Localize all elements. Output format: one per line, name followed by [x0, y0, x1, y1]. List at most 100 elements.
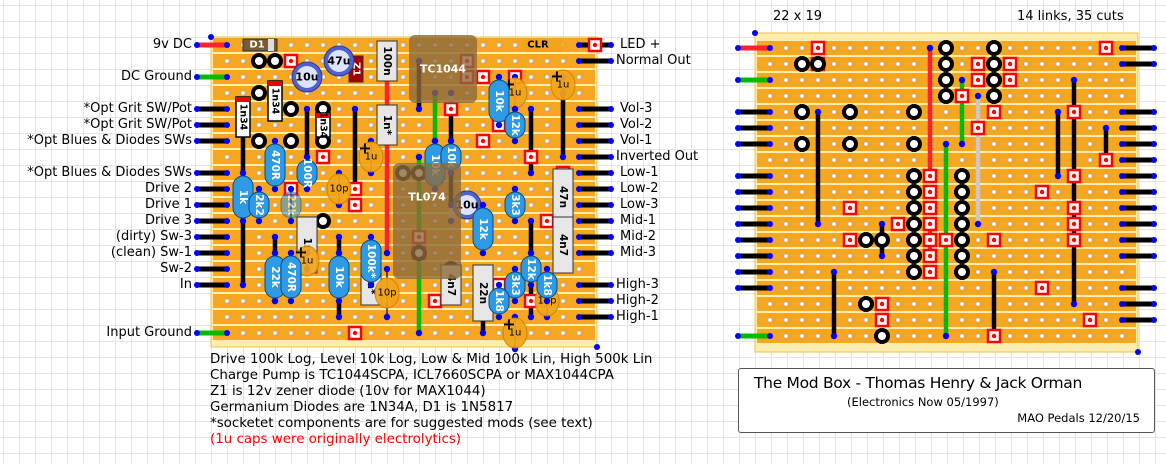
wire-end-pad — [608, 58, 614, 64]
resistor-label: 10k — [333, 266, 345, 289]
ceramic-capacitor — [502, 317, 528, 349]
socket-pin — [906, 248, 922, 264]
hole — [256, 154, 262, 160]
hole — [911, 333, 917, 339]
resistor-label: 1k8 — [541, 274, 553, 296]
solder-pad — [335, 249, 343, 257]
film-capacitor — [376, 40, 398, 82]
wire-end-pad — [1119, 237, 1125, 243]
hole — [368, 314, 374, 320]
resistor-470R: 470R — [264, 143, 286, 187]
hole — [879, 285, 885, 291]
hole — [1055, 221, 1061, 227]
wire-end-pad — [1151, 237, 1157, 243]
resistor-3k3: 3k3 — [504, 271, 526, 299]
hole — [1087, 269, 1093, 275]
resistor-100k*: 100k* — [360, 239, 382, 283]
hole — [1087, 157, 1093, 163]
connection-label: Low-1 — [620, 165, 659, 180]
solder-pad — [1070, 76, 1078, 84]
track-cut-dot — [991, 109, 997, 115]
hole — [799, 253, 805, 259]
track-cut-dot — [1071, 221, 1077, 227]
track-cut-dot — [975, 61, 981, 67]
hole — [927, 285, 933, 291]
hole — [1023, 301, 1029, 307]
track-cut-dot — [1071, 205, 1077, 211]
diode-band — [236, 97, 250, 102]
track-cut-dot — [1087, 317, 1093, 323]
resistor-22k: 22k — [264, 255, 286, 299]
track-cut-dot — [847, 237, 853, 243]
track-cut-dot — [320, 154, 326, 160]
hole — [831, 141, 837, 147]
hole — [863, 125, 869, 131]
solder-pad — [383, 265, 391, 273]
hole — [783, 205, 789, 211]
connection-label: *Opt Blues & Diodes SWs — [27, 165, 192, 180]
solder-pad — [543, 297, 551, 305]
resistor-body — [248, 191, 270, 219]
hole — [288, 314, 294, 320]
wire-end-pad — [767, 77, 773, 83]
hole — [975, 333, 981, 339]
wire-end-pad — [1119, 301, 1125, 307]
wire-end-pad — [576, 234, 582, 240]
hole — [1023, 173, 1029, 179]
hole — [911, 285, 917, 291]
hole — [1119, 333, 1125, 339]
hole — [336, 122, 342, 128]
hole — [1087, 237, 1093, 243]
hole — [895, 333, 901, 339]
hole — [480, 154, 486, 160]
hole — [464, 282, 470, 288]
hole — [767, 61, 773, 67]
hole — [224, 314, 230, 320]
solder-pad — [239, 217, 247, 225]
hole — [895, 45, 901, 51]
hole — [895, 285, 901, 291]
hole — [847, 61, 853, 67]
resistor-label: 1k — [237, 190, 249, 205]
wire-end-pad — [224, 218, 230, 224]
hole — [272, 218, 278, 224]
resistor-body — [264, 143, 286, 187]
wire-end-pad — [767, 45, 773, 51]
hole — [1007, 301, 1013, 307]
hole — [815, 93, 821, 99]
connection-label: Vol-1 — [620, 133, 653, 148]
note-line: Z1 is 12v zener diode (10v for MAX1044) — [210, 384, 486, 399]
hole — [1055, 285, 1061, 291]
diode-d1-band — [268, 39, 274, 51]
hole — [863, 285, 869, 291]
title-box: The Mod Box - Thomas Henry & Jack Orman … — [738, 368, 1155, 433]
socket-pin — [906, 200, 922, 216]
hole — [911, 157, 917, 163]
solder-pad — [1054, 108, 1062, 116]
track-cut-dot — [959, 93, 965, 99]
hole — [224, 298, 230, 304]
hole — [783, 45, 789, 51]
wire-end-pad — [608, 170, 614, 176]
hole — [496, 250, 502, 256]
solder-pad — [527, 249, 535, 257]
resistor-body — [280, 255, 302, 299]
hole — [480, 58, 486, 64]
hole — [959, 157, 965, 163]
connection-label: *Opt Grit SW/Pot — [83, 117, 192, 132]
hole — [767, 93, 773, 99]
hole — [911, 301, 917, 307]
hole — [544, 186, 550, 192]
hole — [799, 333, 805, 339]
hole — [783, 61, 789, 67]
hole — [847, 157, 853, 163]
wire-end-pad — [224, 74, 230, 80]
hole — [560, 314, 566, 320]
track-cut-dot — [927, 269, 933, 275]
hole — [320, 250, 326, 256]
hole — [576, 330, 582, 336]
wire-end-pad — [735, 205, 741, 211]
hole — [1007, 141, 1013, 147]
wire-end-pad — [576, 42, 582, 48]
track-cut-dot — [991, 237, 997, 243]
